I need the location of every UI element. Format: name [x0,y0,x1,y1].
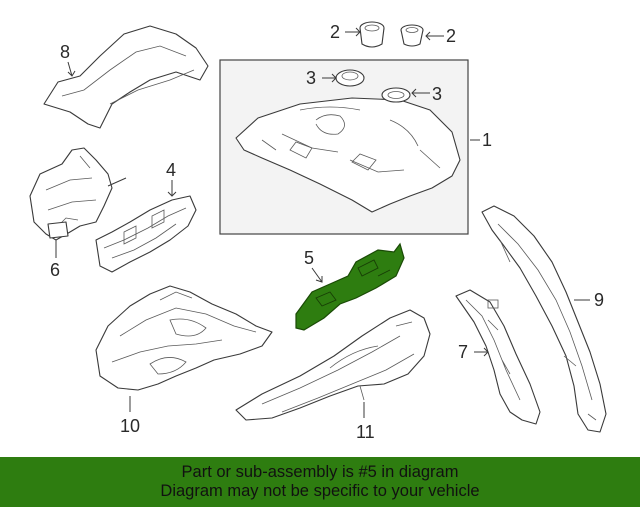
part-9-side-shield[interactable] [481,205,607,433]
callout-7: 7 [458,342,468,362]
part-5-bracket-highlighted[interactable] [295,242,405,331]
callout-3-left: 3 [306,68,316,88]
part-2-grommet-right[interactable] [400,24,424,47]
callout-8: 8 [60,42,70,62]
part-6-heat-shield[interactable] [29,147,127,241]
info-banner: Part or sub-assembly is #5 in diagram Di… [0,457,640,507]
callout-10: 10 [120,416,140,436]
part-3-ring-left[interactable] [335,69,365,87]
callout-5: 5 [304,248,314,268]
callout-11: 11 [356,422,375,442]
callout-3-right: 3 [432,84,442,104]
callout-4: 4 [166,160,176,180]
callout-9: 9 [594,290,604,310]
banner-line-1: Part or sub-assembly is #5 in diagram [181,463,459,481]
callout-2-right: 2 [446,26,456,46]
part-3-ring-right[interactable] [381,87,411,103]
part-7-side-shield[interactable] [455,289,541,425]
part-2-grommet-left[interactable] [359,21,385,48]
parts-diagram: 1 2 2 3 3 4 5 6 7 8 9 10 11 [29,21,607,442]
part-8-heat-shield[interactable] [43,25,209,129]
banner-line-2: Diagram may not be specific to your vehi… [160,482,480,500]
part-1-engine-cover[interactable] [219,59,469,235]
part-11-tunnel-shield[interactable] [235,309,431,421]
part-10-floor-shield[interactable] [95,285,273,391]
callout-6: 6 [50,260,60,280]
leader-lines [55,27,590,418]
callout-2-left: 2 [330,22,340,42]
part-4-heat-shield[interactable] [95,195,197,273]
callout-1: 1 [482,130,492,150]
